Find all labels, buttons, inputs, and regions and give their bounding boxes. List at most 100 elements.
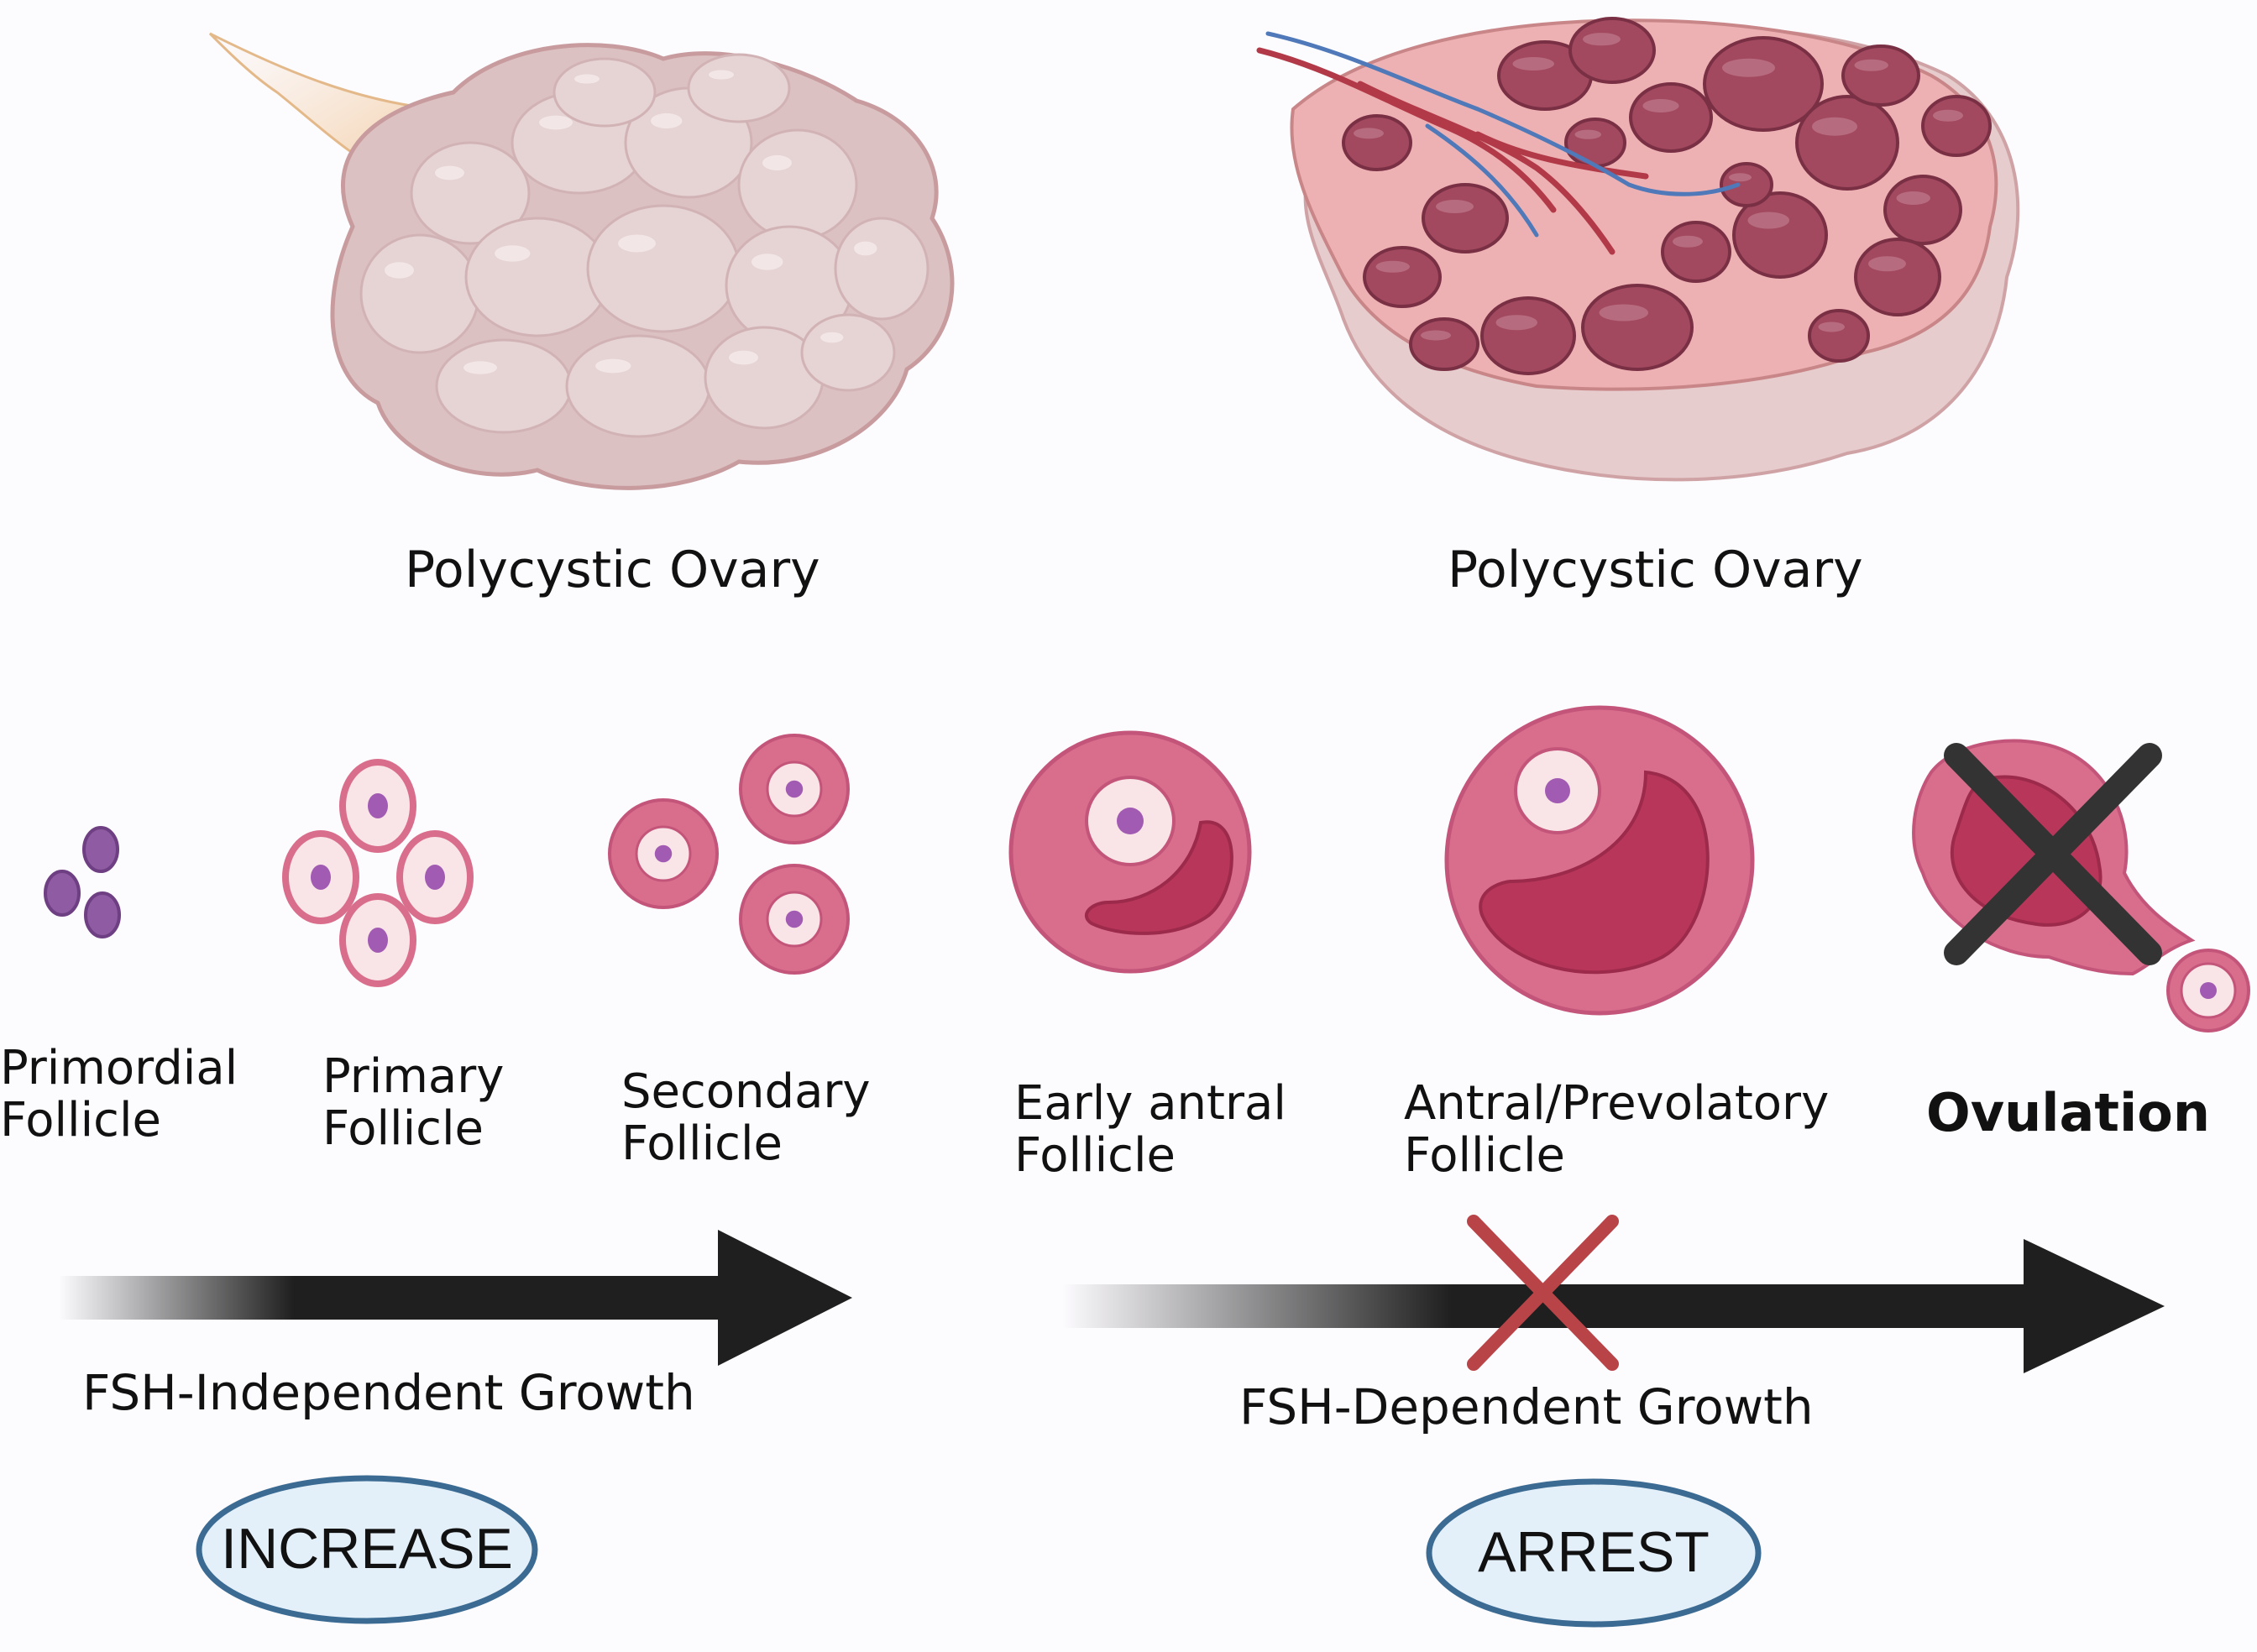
ovary-lobe: [359, 233, 480, 354]
stage-label-line: Follicle: [1404, 1127, 1565, 1183]
ovary-cyst-highlight: [1722, 58, 1775, 77]
released-oocyte-nucleus: [2200, 982, 2217, 999]
left-ovary: [208, 32, 955, 490]
stage-label-antral: Antral/Prevolatory Follicle: [1404, 1078, 1829, 1181]
stage-label-line: Antral/Prevolatory: [1404, 1076, 1830, 1131]
ovary-lobe-highlight: [709, 70, 734, 80]
ovary-lobe-highlight: [574, 74, 600, 84]
ovary-cyst-highlight: [1868, 256, 1906, 272]
stage-label-line: Follicle: [1014, 1127, 1176, 1183]
primary-follicle-nucleus: [368, 793, 388, 818]
increase-label: INCREASE: [221, 1517, 513, 1581]
ovary-cyst-highlight: [1354, 128, 1384, 139]
antral-antrum: [1479, 770, 1710, 975]
right-ovary-cysts: [1342, 17, 1992, 375]
primordial-cell: [84, 891, 121, 938]
ovary-cyst: [1795, 95, 1899, 191]
primordial-cell: [82, 826, 119, 873]
stage-label-primordial: Primordial Follicle: [0, 1043, 238, 1146]
right-ovary-label: Polycystic Ovary: [1448, 541, 1863, 599]
right-ovary-blood-vessel-red: [1256, 47, 1649, 255]
ovary-cyst-highlight: [1375, 260, 1410, 273]
secondary-follicle-nucleus: [785, 910, 804, 928]
ovary-cyst: [1409, 317, 1479, 371]
antral-follicle: [1444, 705, 1755, 1016]
stage-label-ovulation: Ovulation: [1926, 1082, 2210, 1143]
stage-label-line: Primordial: [0, 1041, 238, 1095]
early-antral-oocyte-nucleus: [1117, 808, 1144, 834]
ovary-lobe-highlight: [463, 361, 497, 374]
ovary-lobe: [737, 128, 858, 241]
secondary-follicle-nucleus: [654, 844, 673, 863]
stage-label-line: Follicle: [0, 1092, 161, 1148]
ovary-lobe: [834, 217, 930, 321]
ovary-cyst: [1480, 296, 1576, 375]
stage-label-primary: Primary Follicle: [322, 1051, 504, 1154]
ovary-cyst: [1841, 44, 1920, 107]
early-antral-follicle: [1008, 730, 1252, 974]
primordial-cell: [44, 870, 81, 917]
ovary-lobe: [586, 204, 741, 333]
ovary-cyst-highlight: [1729, 173, 1752, 182]
ovary-cyst-highlight: [1436, 200, 1474, 213]
fsh-independent-label: FSH-Independent Growth: [82, 1364, 695, 1421]
ovary-cyst-highlight: [1812, 117, 1857, 136]
ovary-cyst-highlight: [1495, 315, 1537, 331]
ovary-lobe-highlight: [595, 358, 631, 374]
ovary-lobe: [565, 334, 711, 438]
ovary-cyst: [1342, 114, 1412, 171]
stage-label-secondary: Secondary Follicle: [621, 1066, 871, 1169]
fsh-independent-arrow: [59, 1230, 852, 1366]
ovulation-cross-icon: [1944, 743, 2162, 965]
primary-follicle-nucleus: [368, 928, 388, 953]
secondary-follicles: [608, 734, 850, 975]
ovary-cyst: [1921, 95, 1992, 157]
right-ovary-blood-vessel-blue: [1265, 31, 1741, 238]
ovary-cyst: [1661, 221, 1731, 283]
ruptured-follicle-antrum: [1951, 775, 2103, 927]
ovary-cyst: [1629, 82, 1713, 153]
ovary-cyst: [1564, 118, 1626, 168]
stage-label-line: Follicle: [621, 1116, 783, 1171]
ovary-cyst-highlight: [1599, 304, 1648, 322]
ovary-lobe: [552, 57, 657, 128]
antral-oocyte-nucleus: [1545, 778, 1570, 803]
ovary-cyst-highlight: [1933, 109, 1963, 122]
secondary-follicle-nucleus: [785, 780, 804, 798]
ovary-lobe-highlight: [729, 350, 758, 365]
ovary-lobe-highlight: [618, 234, 656, 253]
ovary-cyst: [1422, 183, 1509, 254]
ovary-cyst-highlight: [1642, 99, 1679, 112]
ovary-cyst-highlight: [1512, 57, 1554, 71]
ovary-cyst: [1854, 238, 1941, 316]
ovary-lobe-highlight: [762, 154, 792, 171]
primary-follicle-nucleus: [311, 865, 331, 890]
ovary-cyst-highlight: [1896, 191, 1930, 205]
primary-follicles: [282, 759, 474, 987]
ovary-cyst-highlight: [1673, 235, 1703, 248]
primary-follicle-nucleus: [425, 865, 445, 890]
fsh-dependent-arrow: [1062, 1239, 2165, 1373]
ovary-lobe-highlight: [751, 254, 783, 270]
left-ovary-label: Polycystic Ovary: [405, 541, 820, 599]
ovary-cyst-highlight: [1421, 330, 1451, 341]
stage-label-line: Follicle: [322, 1100, 484, 1156]
early-antral-antrum: [1084, 820, 1233, 935]
ovary-cyst-highlight: [1583, 33, 1621, 46]
ovary-lobe-highlight: [651, 112, 683, 129]
left-ovary-lobes: [359, 53, 930, 438]
ovary-cyst: [1883, 175, 1962, 245]
stage-label-early-antral: Early antral Follicle: [1014, 1078, 1286, 1181]
arrest-cross-icon: [1467, 1215, 1619, 1371]
ovary-lobe-highlight: [495, 245, 531, 262]
increase-pill: [196, 1475, 538, 1624]
stage-label-line: Primary: [322, 1049, 505, 1104]
fsh-dependent-label: FSH-Dependent Growth: [1239, 1378, 1814, 1435]
ovary-lobe-highlight: [820, 332, 844, 343]
ovulation-follicle: [1912, 739, 2250, 1032]
ovary-cyst-highlight: [1747, 212, 1789, 229]
ovary-cyst: [1808, 309, 1870, 363]
ovary-lobe-highlight: [385, 262, 414, 279]
ovary-cyst: [1720, 162, 1773, 207]
